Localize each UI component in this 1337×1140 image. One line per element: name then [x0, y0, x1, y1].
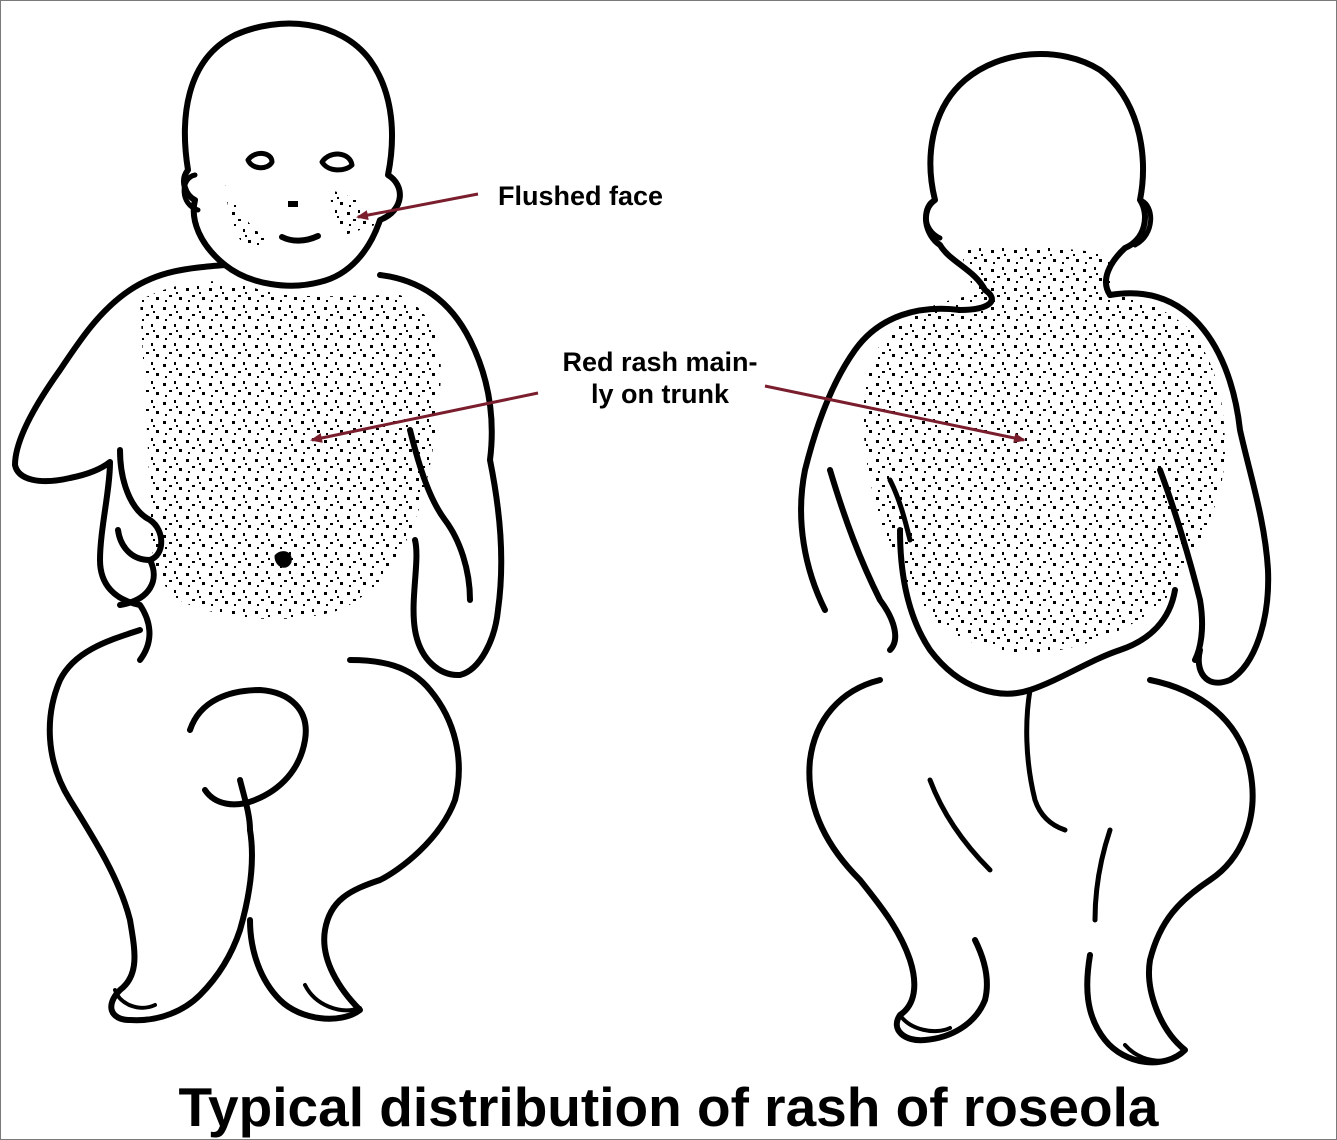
back-inner-leg [930, 780, 990, 870]
front-leg-right [250, 660, 459, 1019]
back-leg-right [1087, 680, 1252, 1062]
front-nose [288, 201, 298, 207]
front-leg-left [50, 630, 252, 1020]
front-trunk-rash [140, 281, 441, 619]
figure-caption: Typical distribution of rash of roseola [0, 1076, 1337, 1138]
front-head-outline [184, 24, 400, 286]
trunk-rash-label-line2: ly on trunk [540, 378, 780, 410]
trunk-rash-label: Red rash main- ly on trunk [540, 346, 780, 410]
back-toes-left [900, 1015, 950, 1031]
front-eye-left [248, 153, 272, 167]
back-leg-left [809, 680, 987, 1040]
back-inner-leg-right [1095, 830, 1110, 920]
back-trunk-rash [863, 247, 1225, 653]
back-buttock-crease [1027, 690, 1065, 830]
front-eye-right [322, 154, 352, 170]
trunk-rash-label-line1: Red rash main- [540, 346, 780, 378]
arrow-flushed-face [358, 194, 478, 217]
front-mouth [282, 236, 318, 241]
flushed-face-label: Flushed face [498, 180, 663, 212]
front-diaper [190, 690, 306, 804]
